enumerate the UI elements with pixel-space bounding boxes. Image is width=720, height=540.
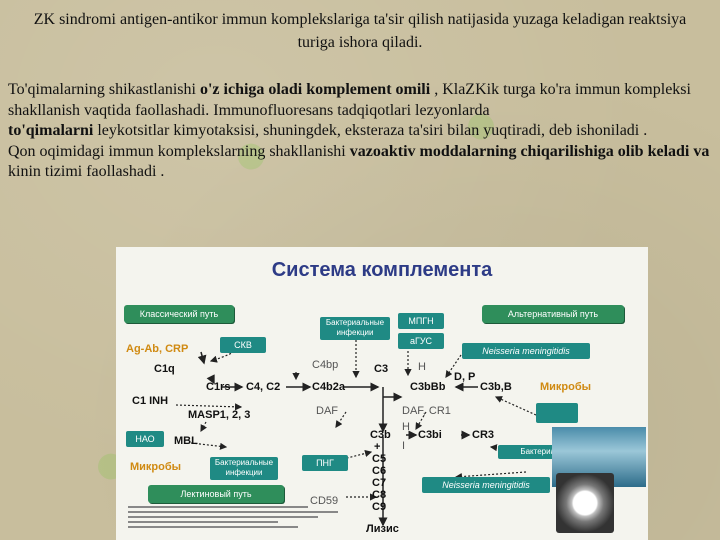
label-daf1: DAF [316,405,338,417]
label-mikroby-left: Микробы [130,461,182,473]
label-masp: MASP1, 2, 3 [188,409,251,421]
intro-text: ZK sindromi antigen-antikor immun komple… [33,11,687,51]
label-c4b2a: C4b2a [312,381,346,393]
label-h2: H [402,421,410,433]
alternative-pathway-box: Альтернативный путь [482,305,624,323]
label-c3bi: C3bi [418,429,442,441]
label-mbl: MBL [174,435,198,447]
label-plus: + [374,441,381,453]
para-bold: o'z ichiga oladi komplement omili [199,81,431,98]
classical-pathway-box: Классический путь [124,305,234,323]
label-h1: H [418,361,426,373]
body-paragraph: To'qimalarning shikastlanishi o'z ichiga… [8,80,714,183]
label-c9: C9 [372,501,387,513]
mpgn-box: МПГН [398,313,444,329]
skv-box: СКВ [220,337,266,353]
para-text: Qon oqimidagi immun komplekslarning shak… [8,142,350,160]
para-bold: vazoaktiv moddalarning chiqarilishiga ol… [349,142,710,160]
label-c3b: C3b [370,429,391,441]
label-c7: C7 [372,477,387,489]
neisseria-bottom-box: Neisseria meningitidis [422,477,550,493]
hao-box: НАО [126,431,164,447]
label-mikroby-right: Микробы [540,381,592,393]
label-c5: C5 [372,453,387,465]
label-c4bp: C4bp [312,359,339,371]
complement-system-diagram: Система комплемента [116,247,648,540]
label-lizis: Лизис [366,523,399,535]
diagram-arrows [175,332,537,527]
agus-box: аГУС [398,333,444,349]
para-text: To'qimalarning shikastlanishi [8,81,200,98]
label-cr3: CR3 [472,429,495,441]
label-cd59: CD59 [310,495,339,507]
label-c8: C8 [372,489,387,501]
label-c1inh: C1 INH [132,395,169,407]
label-c3bb: C3b,B [480,381,512,393]
label-c4c2: C4, C2 [246,381,281,393]
label-dp: D, P [454,371,476,383]
bacterial-infections-top-box: Бактериальные инфекции [320,317,390,340]
label-agab: Ag-Ab, CRP [126,343,189,355]
empty-teal-box [536,403,578,423]
label-c3: C3 [374,363,389,375]
neisseria-top-box: Neisseria meningitidis [462,343,590,359]
label-i: I [402,440,406,452]
para-text: leykotsitlar kimyotaksisi, shuningdek, e… [93,122,648,139]
para-text: , KlaZKik turga ko'ra immun kompleksi sh… [8,81,691,119]
diagram-title: Система комплемента [271,259,493,281]
para-text: kinin tizimi faollashadi . [8,163,165,180]
label-c1rs: C1rs [206,381,231,393]
bacterial-infections-left-box: Бактериальные инфекции [210,457,278,480]
label-daf2: DAF, CR1 [402,405,451,417]
bacterium-image [556,473,614,533]
diagram-legend-lines [128,506,348,528]
lectin-pathway-box: Лектиновый путь [148,485,284,503]
label-c3bbb: C3bBb [410,381,446,393]
label-c1q: C1q [154,363,175,375]
label-c6: C6 [372,465,387,477]
png-box: ПНГ [302,455,348,471]
para-bold: to'qimalarni [8,122,94,139]
